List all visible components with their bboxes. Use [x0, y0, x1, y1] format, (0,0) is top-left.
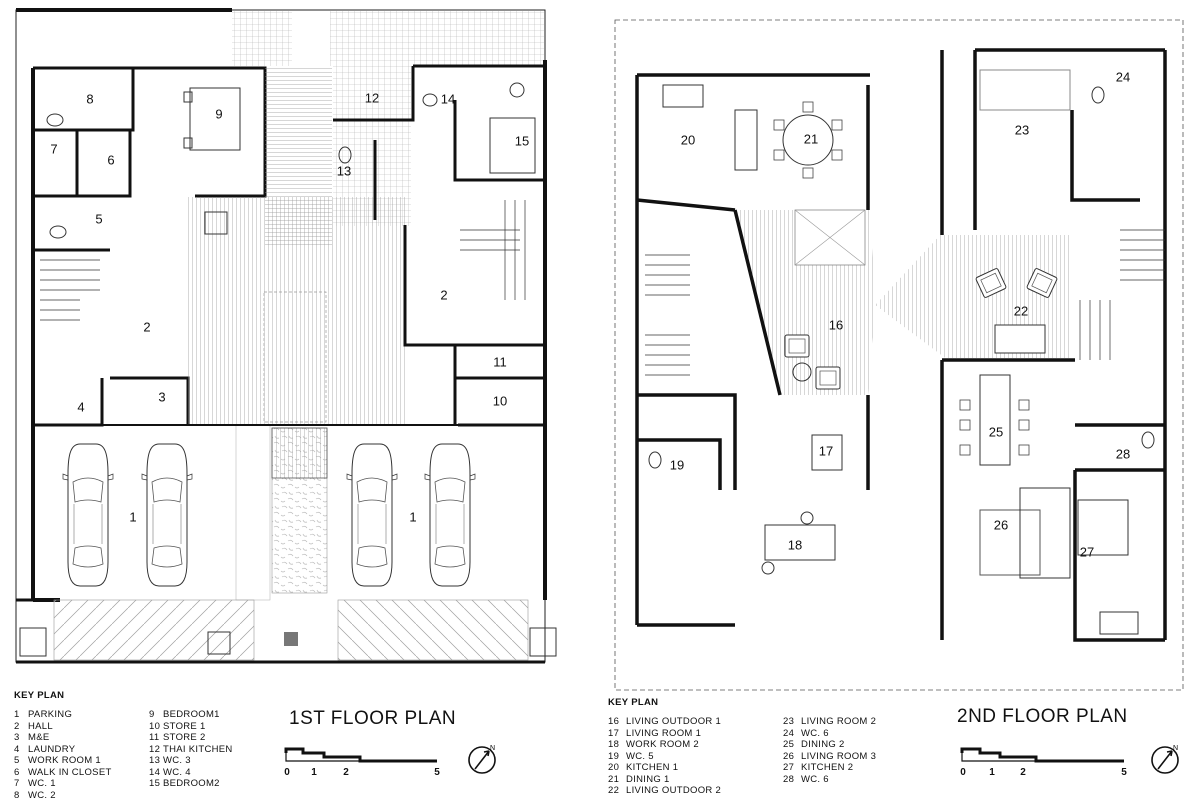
first-floor-room-labels: 1 1 2 2 3 4 5 6 7 8 9 10 11 12 13 14 15 [50, 90, 529, 524]
scale-tick-label: 0 [284, 767, 290, 778]
room-label: 6 [107, 152, 114, 167]
room-label: 19 [670, 457, 684, 472]
room-label: 2 [440, 287, 447, 302]
second-floor-title: 2ND FLOOR PLAN [957, 706, 1128, 727]
room-label: 12 [365, 90, 379, 105]
room-label: 9 [215, 106, 222, 121]
room-label: 21 [804, 131, 818, 146]
room-label: 5 [95, 211, 102, 226]
room-label: 13 [337, 163, 351, 178]
room-label: 8 [86, 91, 93, 106]
svg-text:N: N [1173, 745, 1178, 752]
room-label: 25 [989, 424, 1003, 439]
room-label: 16 [829, 317, 843, 332]
room-label: 15 [515, 133, 529, 148]
first-floor-title: 1ST FLOOR PLAN [289, 708, 457, 729]
room-label: 14 [441, 91, 455, 106]
scale-tick-label: 5 [1121, 767, 1127, 778]
scale-bar-1: 0 1 2 5 [284, 747, 440, 778]
room-label: 3 [158, 389, 165, 404]
north-arrow-icon: N [468, 745, 496, 774]
room-label: 22 [1014, 303, 1028, 318]
room-label: 17 [819, 443, 833, 458]
room-label: 23 [1015, 122, 1029, 137]
room-label: 7 [50, 141, 57, 156]
svg-text:N: N [490, 745, 495, 752]
scale-tick-label: 2 [343, 767, 349, 778]
scale-bar-2: 0 1 2 5 [960, 747, 1127, 778]
scale-tick-label: 1 [311, 767, 317, 778]
room-label: 18 [788, 537, 802, 552]
key-plan-title: KEY PLAN [14, 690, 65, 701]
room-label: 11 [493, 354, 507, 369]
scale-tick-label: 1 [989, 767, 995, 778]
room-label: 28 [1116, 446, 1130, 461]
second-floor-room-labels: 16 17 18 19 20 21 22 23 24 25 26 27 28 [670, 69, 1130, 559]
scale-tick-label: 0 [960, 767, 966, 778]
room-label: 10 [493, 393, 507, 408]
room-label: 4 [77, 399, 84, 414]
room-label: 20 [681, 132, 695, 147]
scale-tick-label: 5 [434, 767, 440, 778]
room-label: 2 [143, 319, 150, 334]
room-label: 1 [129, 509, 136, 524]
room-label: 27 [1080, 544, 1094, 559]
room-label: 1 [409, 509, 416, 524]
scale-tick-label: 2 [1020, 767, 1026, 778]
north-arrow-icon: N [1151, 745, 1179, 774]
room-label: 24 [1116, 69, 1130, 84]
second-floor-plan: 16 17 18 19 20 21 22 23 24 25 26 27 28 [614, 19, 1184, 691]
first-floor-plan: 1 1 2 2 3 4 5 6 7 8 9 10 11 12 13 14 15 [15, 8, 557, 664]
key-plan-title: KEY PLAN [608, 697, 659, 708]
room-label: 26 [994, 517, 1008, 532]
